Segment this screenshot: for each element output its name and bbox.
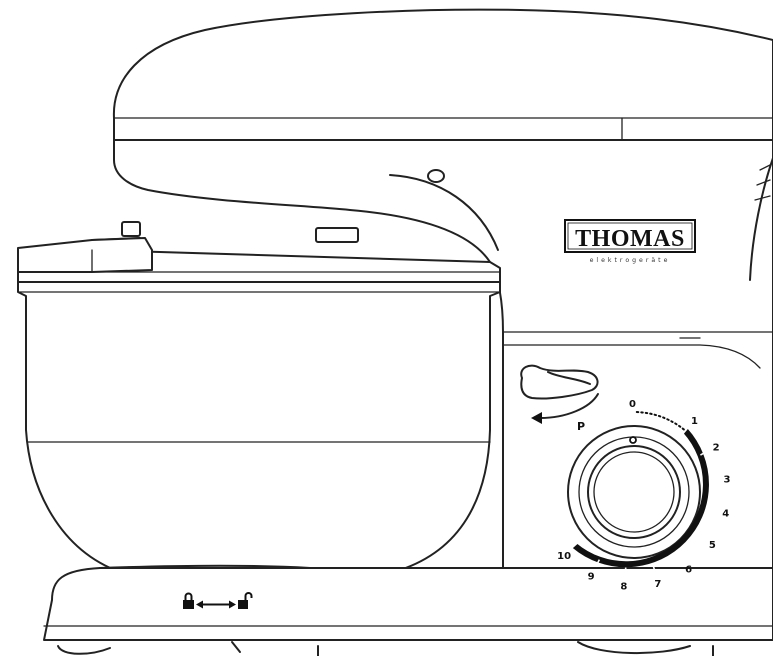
dial-tick [709, 479, 718, 482]
speed-level-label: 2 [713, 442, 720, 453]
dial-indicator-dot [629, 436, 637, 444]
speed-level-label: 5 [709, 540, 716, 551]
speed-level-label: 10 [557, 551, 571, 562]
mixer-base [43, 564, 773, 656]
splash-guard [17, 221, 501, 283]
dial-scale-dotted [635, 411, 687, 432]
dial-tick [652, 565, 657, 574]
mixing-bowl [17, 281, 501, 579]
double-arrow-icon [196, 600, 236, 609]
dial-tick [624, 567, 627, 576]
speed-zero-label: 0 [629, 399, 636, 410]
dial-tick [595, 559, 601, 568]
brand-logo: THOMAS elektrogeräte [564, 219, 696, 264]
dial-scale [571, 411, 718, 576]
speed-level-label: 6 [685, 564, 692, 575]
dial-tick [682, 427, 689, 435]
speed-knob[interactable] [587, 445, 681, 539]
motor-head [112, 8, 773, 149]
speed-level-label: 4 [722, 509, 729, 520]
rotate-arrow-icon [539, 393, 599, 419]
tilt-lever[interactable] [520, 364, 599, 424]
speed-level-label: 1 [691, 416, 698, 427]
brand-name: THOMAS [575, 226, 685, 252]
speed-level-label: 9 [588, 572, 595, 583]
lock-indicator [183, 592, 253, 609]
lock-closed-icon [183, 592, 194, 609]
dial-tick [700, 450, 708, 456]
dial-tick [707, 507, 717, 512]
dial-tick [696, 533, 705, 540]
brand-subtitle: elektrogeräte [590, 257, 671, 264]
speed-level-label: 7 [654, 579, 661, 590]
speed-level-label: 8 [620, 581, 627, 592]
dial-tick [571, 542, 579, 549]
pulse-label: P [577, 420, 585, 433]
lock-open-icon [238, 592, 253, 609]
dial-tick [677, 553, 684, 561]
speed-dial[interactable]: P 0 1 2 3 4 5 6 7 8 9 10 [557, 399, 730, 592]
dial-labels: 1 2 3 4 5 6 7 8 9 10 [557, 416, 730, 592]
speed-level-label: 3 [724, 475, 731, 486]
dial-scale-arc [572, 428, 709, 568]
